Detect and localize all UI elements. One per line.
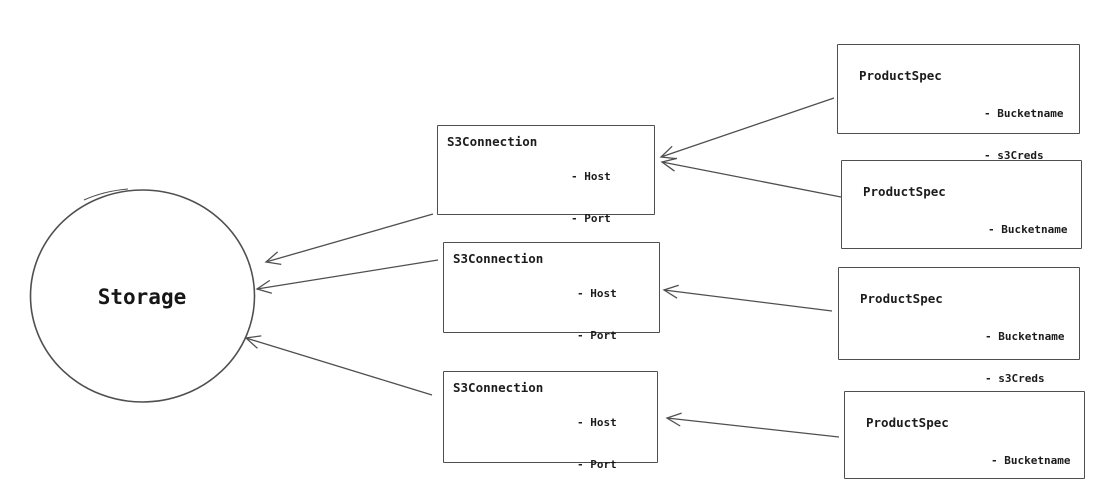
node-attributes: - Bucketname - s3Creds — [985, 302, 1064, 414]
arrow-productspec2-to-s3connection1 — [660, 157, 842, 198]
node-attribute: - Host — [577, 416, 617, 429]
node-title: ProductSpec — [863, 184, 946, 199]
productspec-node-2: ProductSpec - Bucketname - s3Creds — [841, 160, 1082, 278]
storage-circle — [29, 189, 256, 403]
node-title: S3Connection — [447, 134, 538, 149]
node-attribute: - Bucketname — [988, 223, 1068, 236]
node-title: ProductSpec — [866, 415, 949, 430]
storage-label: Storage — [97, 285, 187, 309]
node-attributes: - Bucketname - s3Creds — [991, 426, 1070, 493]
node-attribute: - Bucketname — [985, 330, 1065, 343]
node-title: ProductSpec — [860, 291, 943, 306]
node-title: S3Connection — [453, 380, 544, 395]
s3connection-node-1: S3Connection - Host - Port - TLS — [437, 125, 655, 267]
productspec-node-1: ProductSpec - Bucketname - s3Creds — [837, 44, 1080, 162]
node-attribute: - Port — [577, 458, 617, 471]
storage-circle-sketch-stroke — [83, 188, 129, 201]
s3connection-node-2: S3Connection - Host - Port - TLS — [443, 242, 660, 384]
node-attribute: - Host — [571, 170, 611, 183]
node-attribute: - Port — [577, 329, 617, 342]
arrow-s3connection1-to-storage — [264, 213, 434, 266]
node-attribute: - Bucketname — [991, 454, 1071, 467]
node-attributes: - Host - Port - TLS — [577, 388, 617, 493]
arrow-s3connection2-to-storage — [255, 259, 439, 294]
arrow-productspec4-to-s3connection3 — [665, 412, 840, 438]
productspec-node-3: ProductSpec - Bucketname - s3Creds — [838, 267, 1080, 385]
node-title: S3Connection — [453, 251, 544, 266]
node-title: ProductSpec — [859, 68, 942, 83]
arrow-productspec1-to-s3connection1 — [659, 97, 835, 160]
node-attribute: - s3Creds — [985, 372, 1045, 385]
node-attributes: - Bucketname - s3Creds — [984, 79, 1063, 191]
arrow-s3connection3-to-storage — [244, 335, 433, 396]
s3connection-node-3: S3Connection - Host - Port - TLS — [443, 371, 658, 471]
node-attribute: - Port — [571, 212, 611, 225]
node-attribute: - Host — [577, 287, 617, 300]
productspec-node-4: ProductSpec - Bucketname - s3Creds — [844, 391, 1085, 479]
arrow-productspec3-to-s3connection2 — [662, 284, 833, 312]
node-attribute: - Bucketname — [984, 107, 1064, 120]
node-attribute: - s3Creds — [984, 149, 1044, 162]
